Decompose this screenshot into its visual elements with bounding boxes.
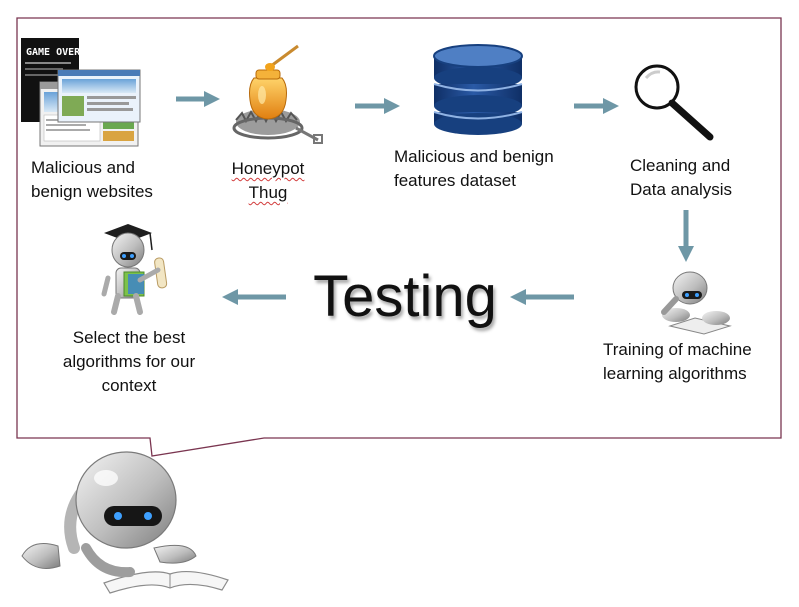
database-icon — [433, 44, 523, 135]
speech-bubble-frame — [16, 17, 782, 457]
honey-jar-trap-icon — [232, 44, 323, 144]
step-select-label: Select the best algorithms for our conte… — [42, 326, 216, 398]
step-honeypot-label: Honeypot Thug — [208, 157, 328, 205]
testing-title: Testing — [313, 264, 497, 329]
step-honeypot-line2: Thug — [248, 183, 288, 202]
step-websites-label: Malicious and benign websites — [31, 156, 191, 204]
step-select-line3: context — [101, 376, 157, 395]
flow-arrows — [176, 90, 695, 306]
step-training-line1: Training of machine — [603, 340, 752, 359]
step-dataset-line2: features dataset — [394, 171, 516, 190]
game-over-text: GAME OVER — [26, 47, 81, 58]
magnifying-glass-icon — [634, 64, 714, 141]
step-analysis-label: Cleaning and Data analysis — [630, 154, 770, 202]
step-select-line2: algorithms for our — [62, 352, 196, 371]
robot-reading-mascot-icon — [21, 451, 229, 594]
robot-reading-icon — [661, 271, 732, 335]
step-analysis-line1: Cleaning and — [630, 156, 731, 175]
step-websites-line1: Malicious and — [31, 158, 135, 177]
step-honeypot-line1: Honeypot — [231, 159, 305, 178]
step-training-line2: learning algorithms — [603, 364, 747, 383]
step-websites-line2: benign websites — [31, 182, 153, 201]
step-dataset-label: Malicious and benign features dataset — [394, 145, 584, 193]
step-dataset-line1: Malicious and benign — [394, 147, 554, 166]
graduate-robot-icon — [101, 224, 168, 315]
step-analysis-line2: Data analysis — [630, 180, 733, 199]
step-select-line1: Select the best — [72, 328, 186, 347]
step-training-label: Training of machine learning algorithms — [603, 338, 778, 386]
browser-screenshots-icon: GAME OVER — [21, 38, 141, 147]
